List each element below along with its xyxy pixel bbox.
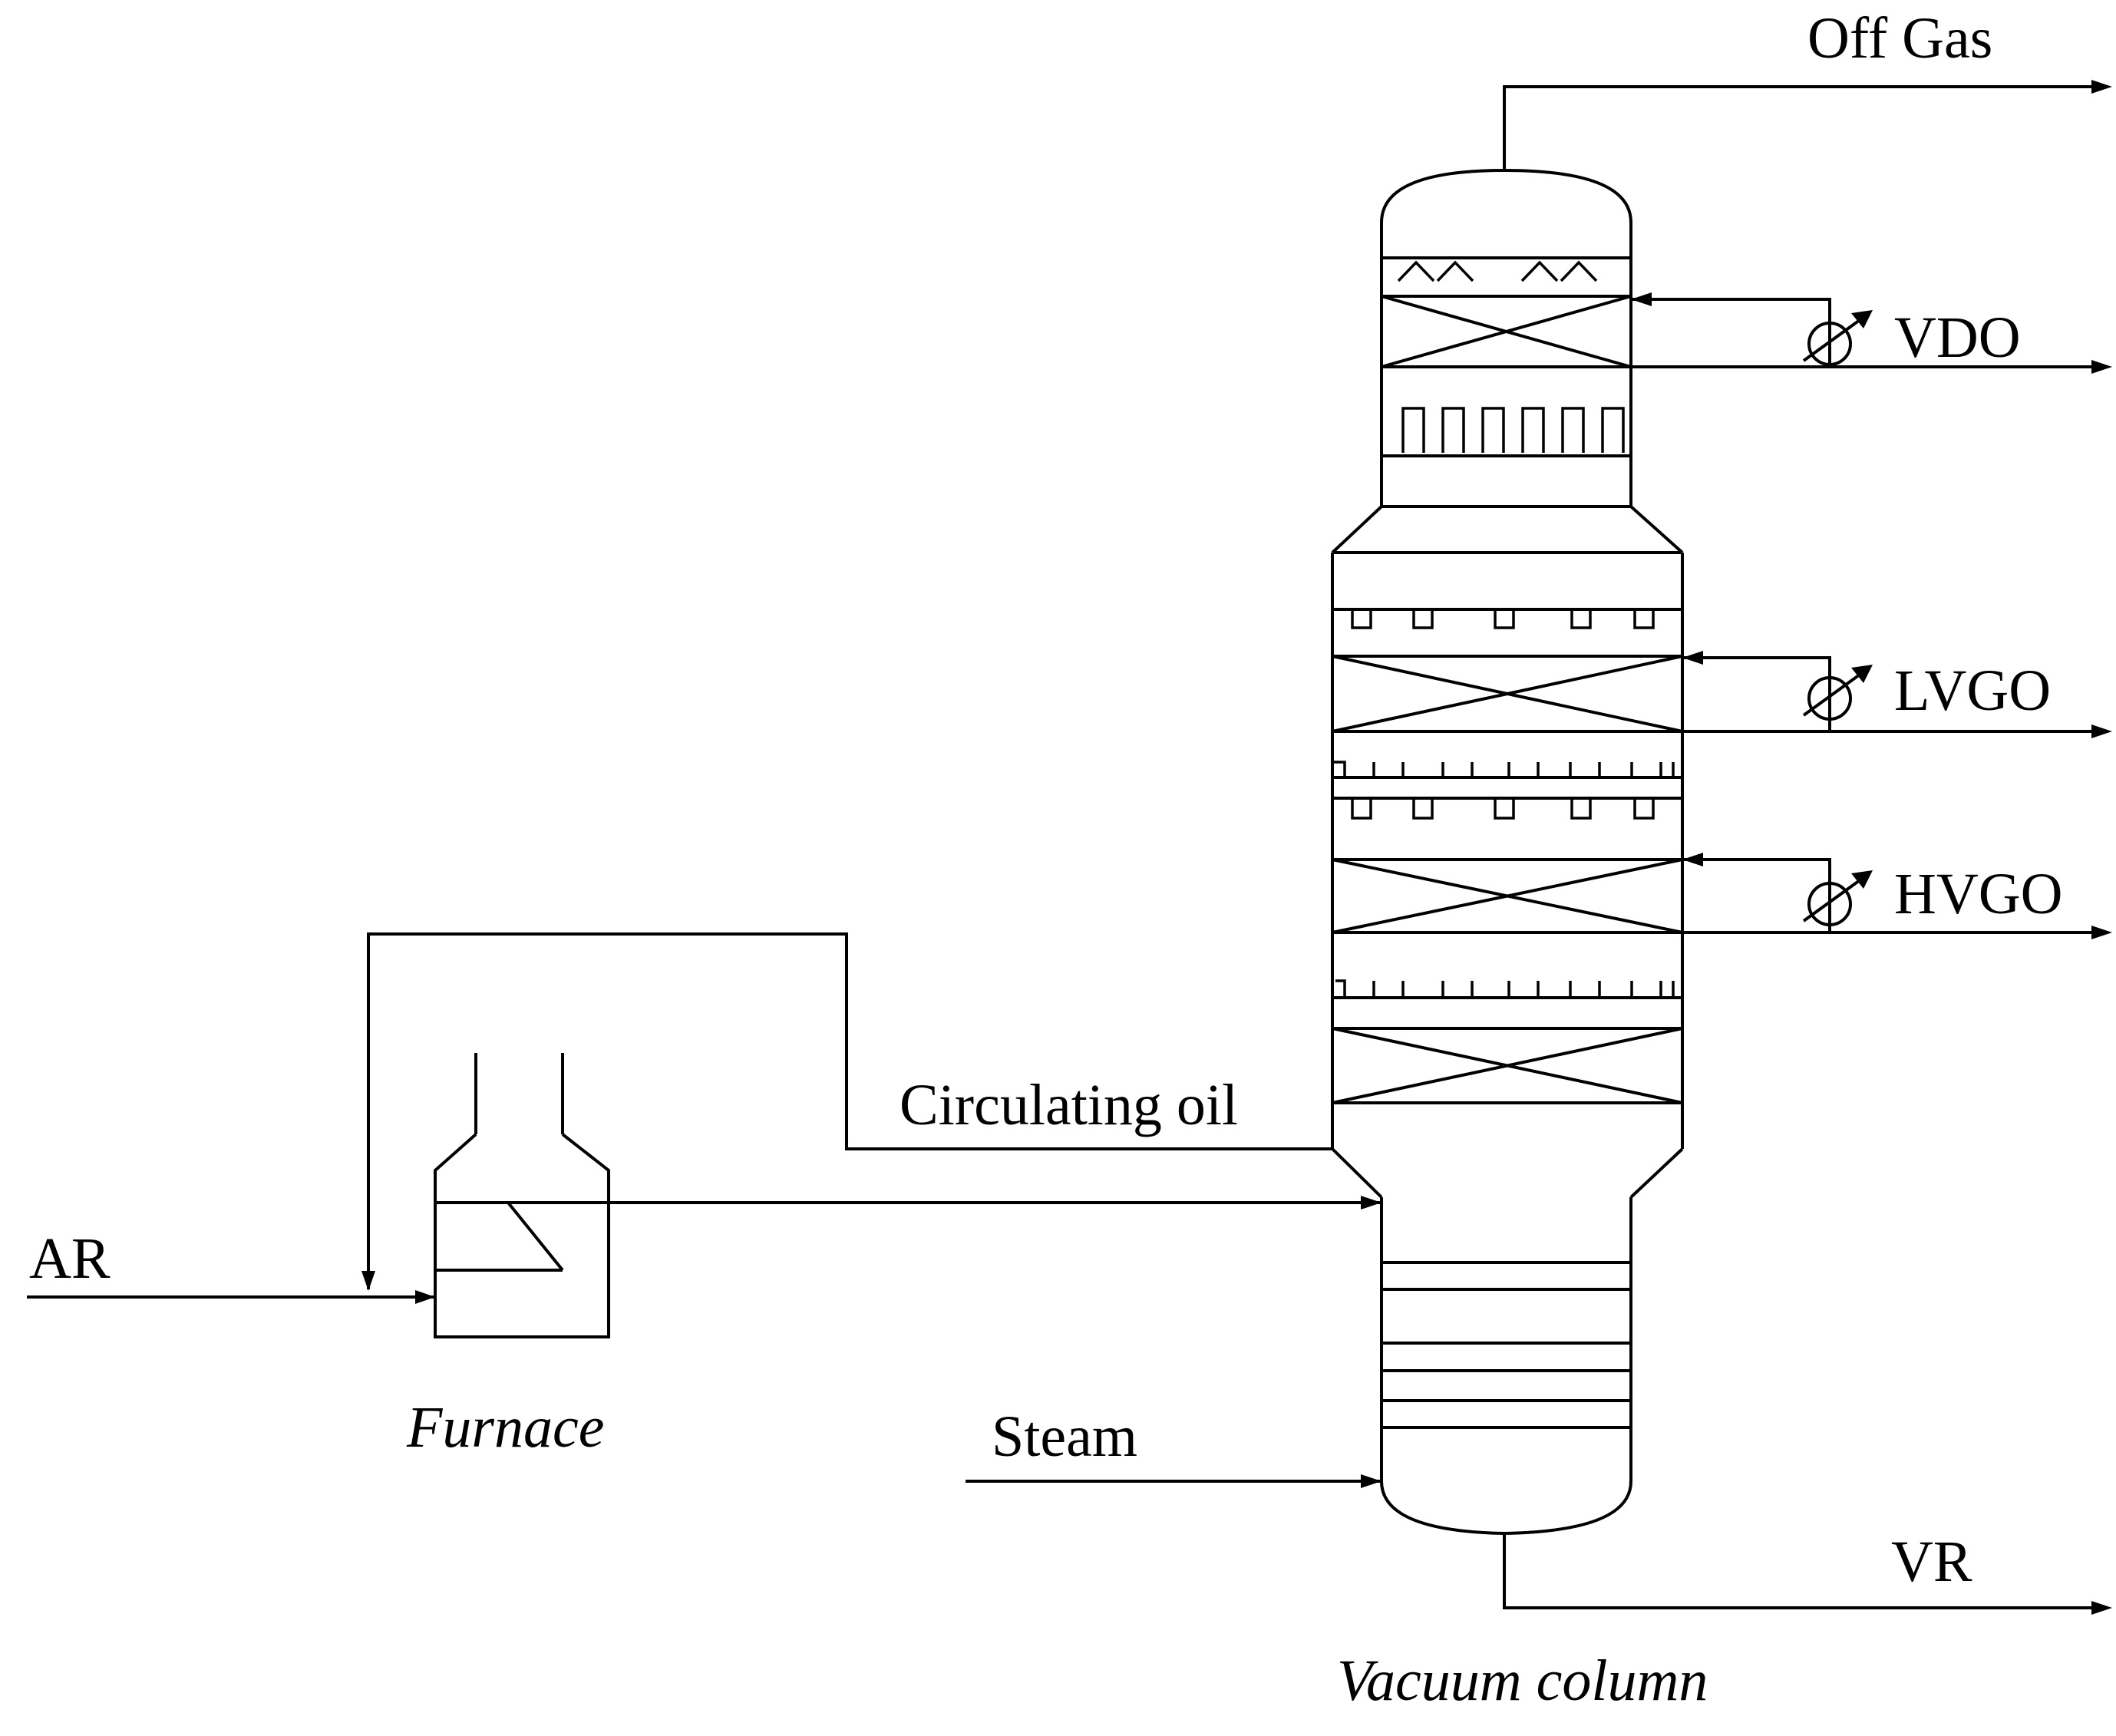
lvgo-exchanger-icon	[1802, 665, 1873, 721]
tray-caps-row-1	[1351, 609, 1655, 629]
hvgo-label: HVGO	[1894, 862, 2063, 926]
ar-label: AR	[29, 1226, 111, 1291]
lower-cone-right	[1629, 1147, 1684, 1199]
furnace-coil	[507, 1201, 564, 1272]
furnace-outlet-line	[609, 1196, 1382, 1210]
tray-caps-row-2	[1332, 761, 1675, 779]
off-gas-line	[1503, 80, 2112, 170]
vacuum-column-caption: Vacuum column	[1337, 1649, 1708, 1713]
hvgo-exchanger-icon	[1802, 870, 1873, 926]
vdo-label: VDO	[1894, 305, 2021, 370]
vr-label: VR	[1891, 1530, 1972, 1594]
demister-chevrons	[1397, 260, 1598, 282]
vacuum-column	[1331, 168, 1684, 1536]
lower-cone-left	[1331, 1147, 1383, 1199]
upper-cone-left	[1331, 505, 1383, 554]
vr-line	[1503, 1533, 2112, 1615]
circulating-oil-label: Circulating oil	[900, 1073, 1238, 1137]
column-top-dome	[1380, 168, 1632, 223]
tray-caps-row-4	[1335, 979, 1675, 999]
vdo-exchanger-icon	[1802, 310, 1873, 366]
tray-caps-top	[1401, 407, 1625, 453]
vdo-pumparound	[1631, 292, 2112, 374]
lvgo-pumparound	[1682, 651, 2112, 738]
ar-feed-line	[27, 1290, 435, 1304]
upper-cone-right	[1629, 505, 1684, 554]
packing-bed-vdo	[1381, 295, 1632, 368]
circulating-oil-line	[361, 932, 1332, 1291]
packing-bed-hvgo	[1332, 858, 1683, 934]
column-bottom-dome	[1380, 1480, 1632, 1536]
packing-bed-lvgo	[1332, 655, 1683, 733]
lvgo-label: LVGO	[1894, 658, 2051, 723]
steam-line	[966, 1474, 1382, 1488]
off-gas-label: Off Gas	[1807, 6, 1992, 71]
hvgo-pumparound	[1682, 853, 2112, 939]
furnace-caption: Furnace	[406, 1395, 604, 1460]
steam-label: Steam	[992, 1404, 1137, 1469]
packing-bed-bottom	[1332, 1027, 1683, 1104]
tray-caps-row-3	[1351, 798, 1655, 820]
furnace	[434, 1053, 610, 1338]
